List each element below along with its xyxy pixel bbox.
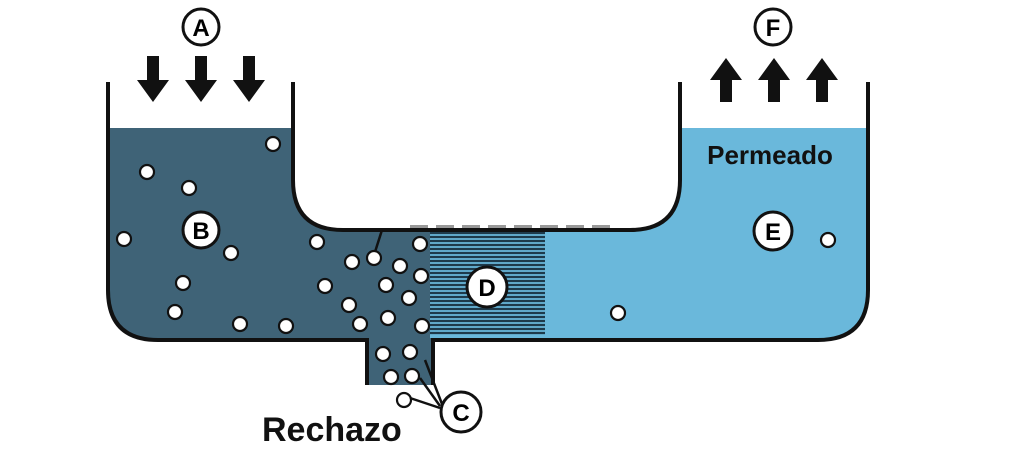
particle-circle-icon [115,230,133,248]
marker-b-label: B [192,218,209,245]
particle-circle-icon [277,317,295,335]
particle-circle-icon [343,253,361,271]
arrow-down-icon [185,56,217,102]
marker-a: A [181,7,221,47]
permeate-arrows [710,58,838,102]
marker-e: E [752,210,794,252]
marker-c: C [439,390,483,434]
particle-circle-icon [308,233,326,251]
arrow-up-icon [758,58,790,102]
leader-line-reject-2 [418,377,442,407]
arrow-up-icon [806,58,838,102]
particle-circle-icon [395,391,413,409]
particle-circle-icon [374,345,392,363]
reject-label: Rechazo [262,411,402,449]
particle-circle-icon [412,267,430,285]
arrow-up-icon [710,58,742,102]
particle-circle-icon [316,277,334,295]
feed-arrows [137,56,265,102]
particle-circle-icon [413,317,431,335]
reject-outlet-pipe [365,338,435,385]
leader-line-membrane [373,229,384,253]
particle-circle-icon [174,274,192,292]
marker-f-label: F [766,15,781,42]
reject-outlet-water [367,338,433,385]
particles-group [115,135,837,409]
marker-b: B [181,210,221,250]
particle-circle-icon [819,231,837,249]
particle-circle-icon [138,163,156,181]
marker-a-label: A [192,15,209,42]
particle-circle-icon [365,249,383,267]
particle-circle-icon [609,304,627,322]
particle-circle-icon [379,309,397,327]
particle-circle-icon [231,315,249,333]
particle-circle-icon [400,289,418,307]
leader-line-reject-1 [409,396,441,410]
particle-circle-icon [166,303,184,321]
particle-circle-icon [264,135,282,153]
permeate-label: Permeado [707,140,833,170]
leader-line-reject-3 [423,359,444,405]
arrow-down-icon [233,56,265,102]
particle-circle-icon [403,367,421,385]
tank-outline [106,82,870,342]
marker-d: D [465,265,509,309]
marker-f: F [753,7,793,47]
particle-circle-icon [222,244,240,262]
marker-c-label: C [452,400,469,427]
particle-circle-icon [391,257,409,275]
marker-d-label: D [478,275,495,302]
marker-e-label: E [765,219,781,246]
particle-circle-icon [340,296,358,314]
arrow-down-icon [137,56,169,102]
particle-circle-icon [401,343,419,361]
particle-circle-icon [351,315,369,333]
particle-circle-icon [411,235,429,253]
particle-circle-icon [382,368,400,386]
particle-circle-icon [180,179,198,197]
particle-circle-icon [377,276,395,294]
